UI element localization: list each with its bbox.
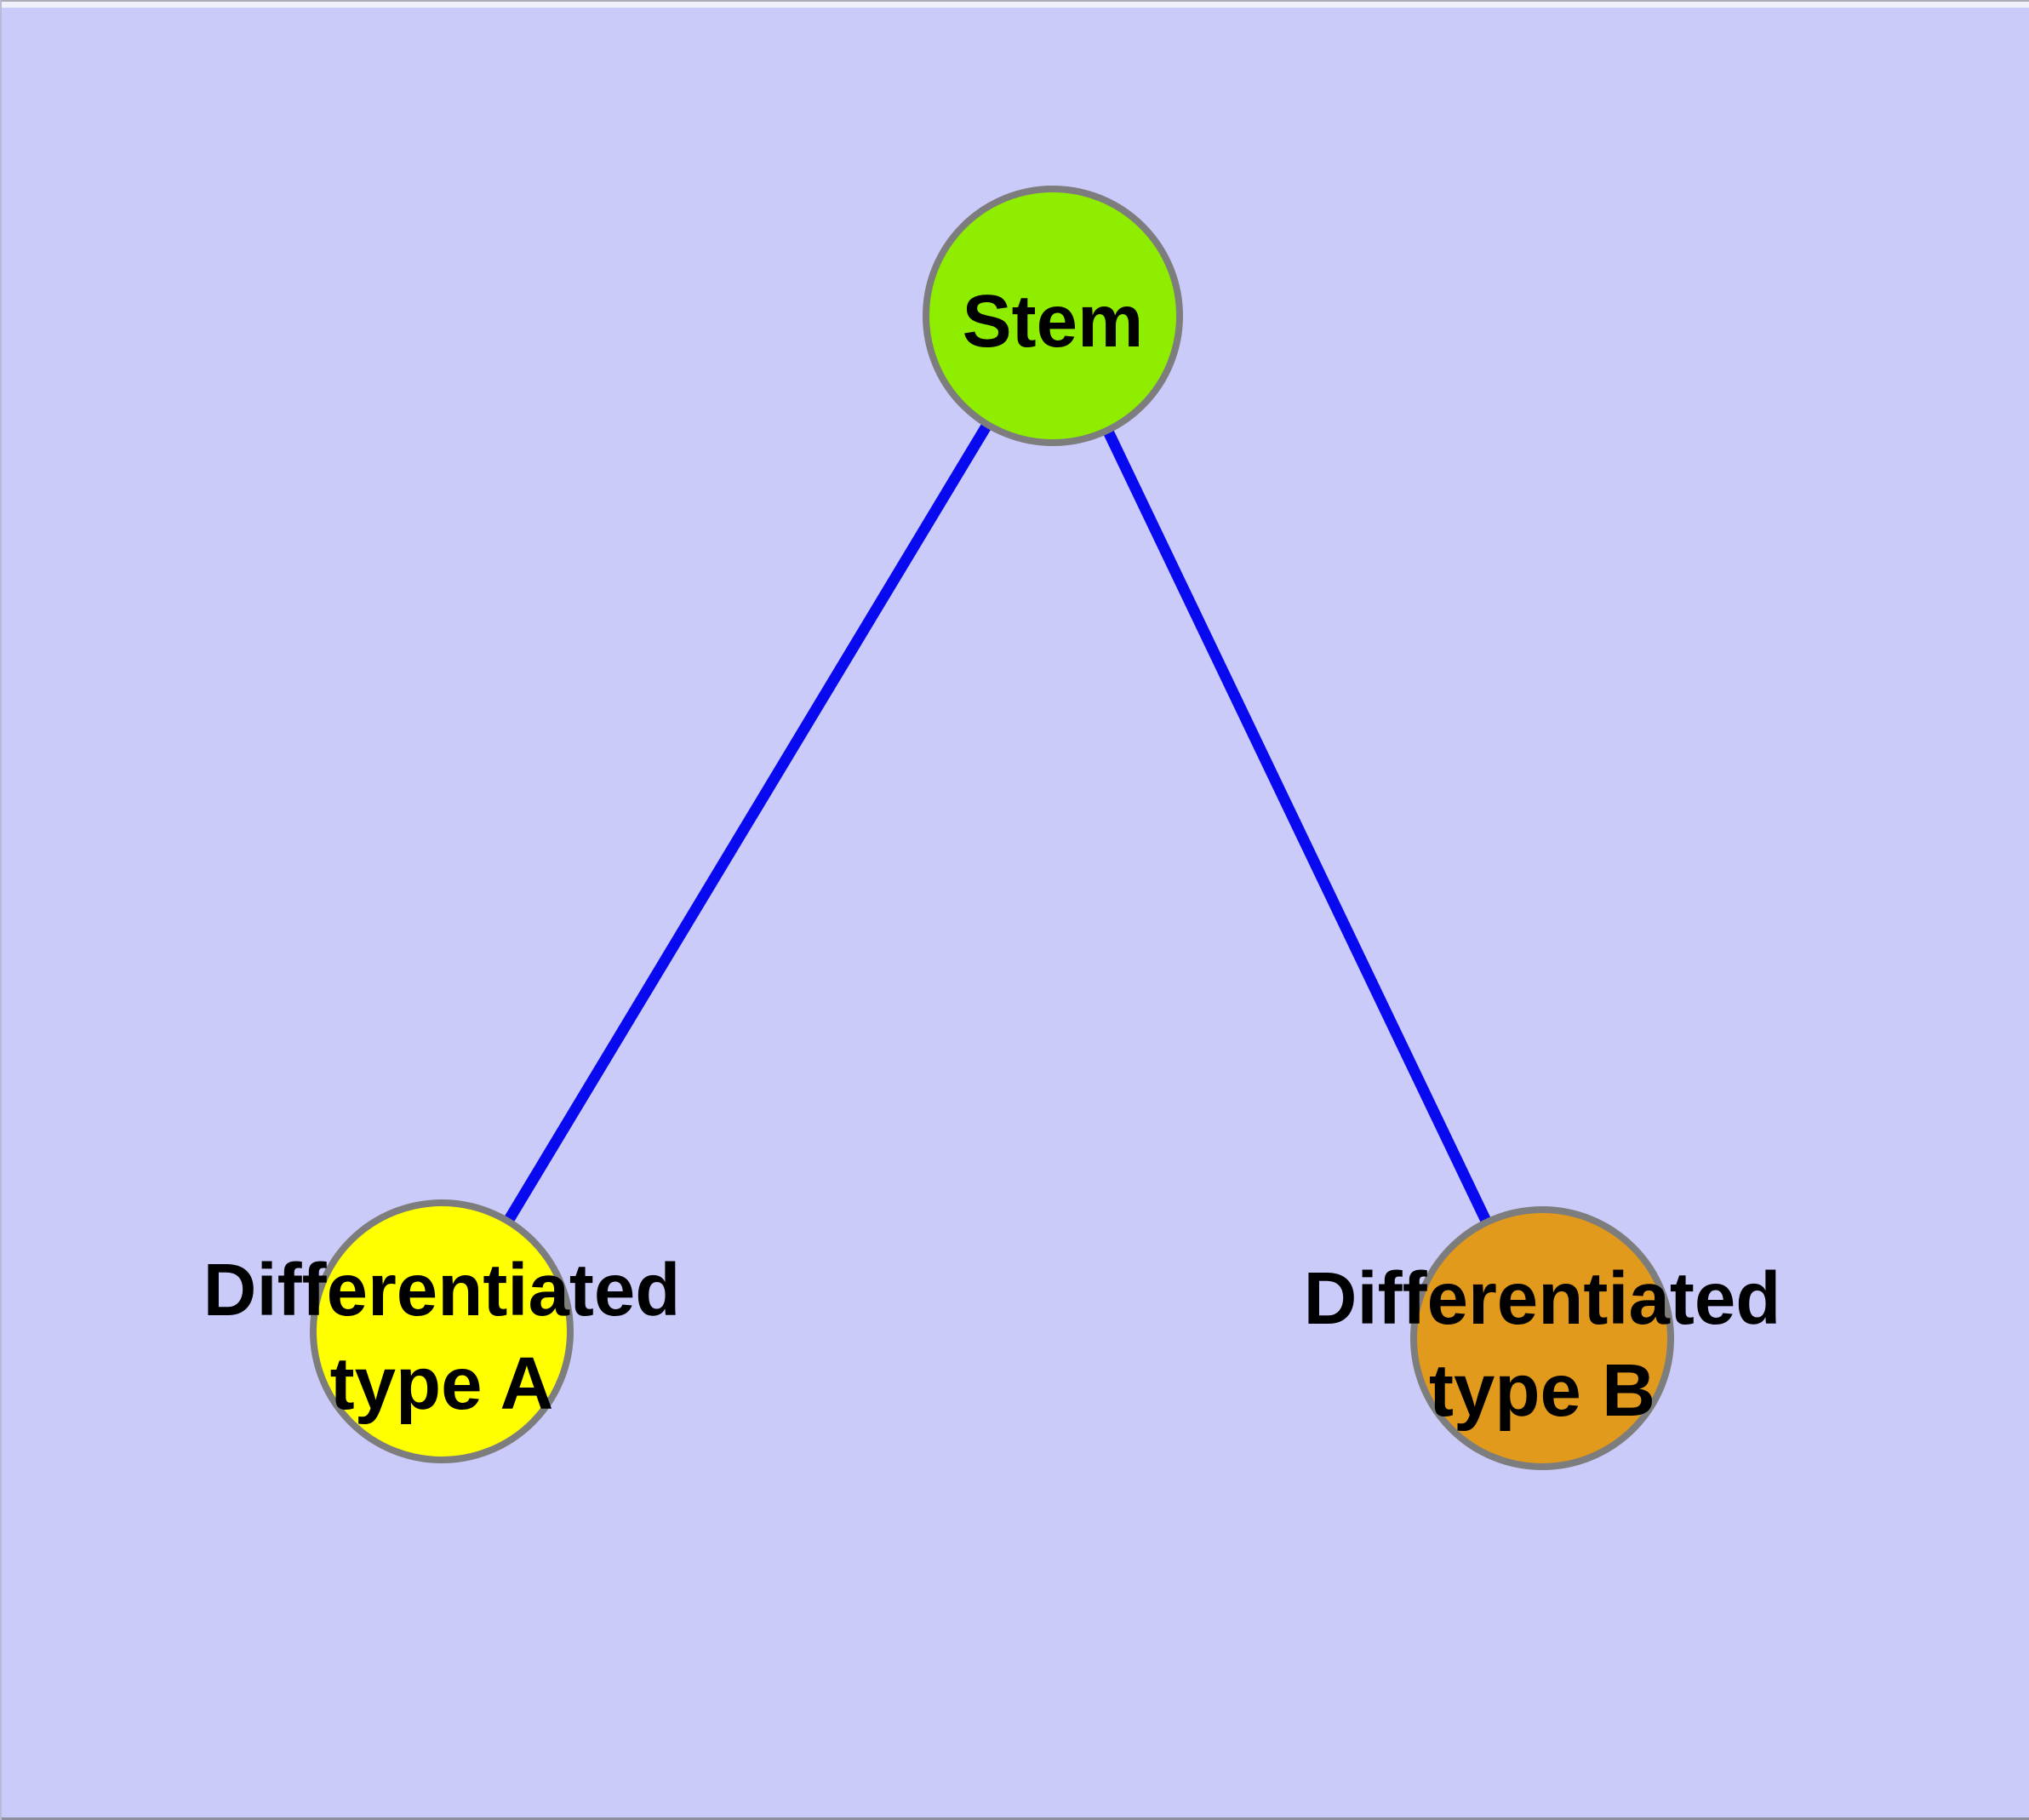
node-type-a xyxy=(310,1199,574,1463)
node-type-a-label-line2: type A xyxy=(330,1342,554,1425)
window-edge-left xyxy=(0,0,2,1820)
node-stem-label: Stem xyxy=(963,280,1144,363)
node-stem xyxy=(923,186,1183,446)
node-type-b xyxy=(1410,1206,1674,1470)
edge-stem-to-type-a xyxy=(437,312,1058,1335)
node-type-a-label-line1: Differentiated xyxy=(203,1249,681,1331)
edge-stem-to-type-b xyxy=(1048,313,1547,1341)
node-type-b-label-line2: type B xyxy=(1429,1349,1655,1432)
window-edge-top xyxy=(0,0,2029,8)
node-type-b-label-line1: Differentiated xyxy=(1304,1257,1781,1340)
window-edge-bottom xyxy=(0,1817,2029,1820)
